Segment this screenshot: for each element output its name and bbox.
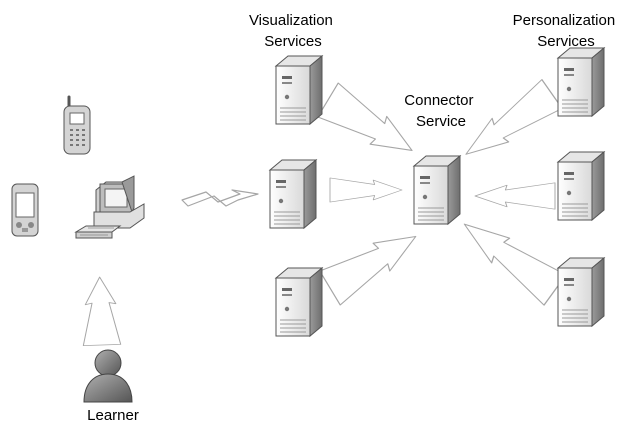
arrow-vis-bottom-to-connector <box>319 218 427 306</box>
visualization-services-label: Visualization Services <box>249 12 337 50</box>
visualization-server-bottom-icon <box>275 267 323 337</box>
personalization-server-middle-icon <box>557 151 605 221</box>
arrow-learner-to-devices <box>80 275 122 347</box>
learner-label: Learner <box>87 407 139 423</box>
visualization-server-top-icon <box>275 55 323 125</box>
connector-service-label: Connector Service <box>404 92 477 130</box>
arrow-vis-mid-to-connector <box>329 177 403 203</box>
wireless-link-icon <box>181 189 259 207</box>
visualization-server-middle-icon <box>269 159 317 229</box>
arrow-pers-bottom-to-connector <box>452 208 567 306</box>
personalization-server-bottom-icon <box>557 257 605 327</box>
learner-person-icon <box>83 349 133 403</box>
connector-server-icon <box>413 155 461 225</box>
personalization-server-top-icon <box>557 47 605 117</box>
desktop-computer-icon <box>74 175 145 239</box>
pda-icon <box>11 183 39 237</box>
arrow-pers-mid-to-connector <box>474 182 556 210</box>
personalization-services-label: Personalization Services <box>513 12 620 50</box>
mobile-phone-icon <box>63 95 91 155</box>
